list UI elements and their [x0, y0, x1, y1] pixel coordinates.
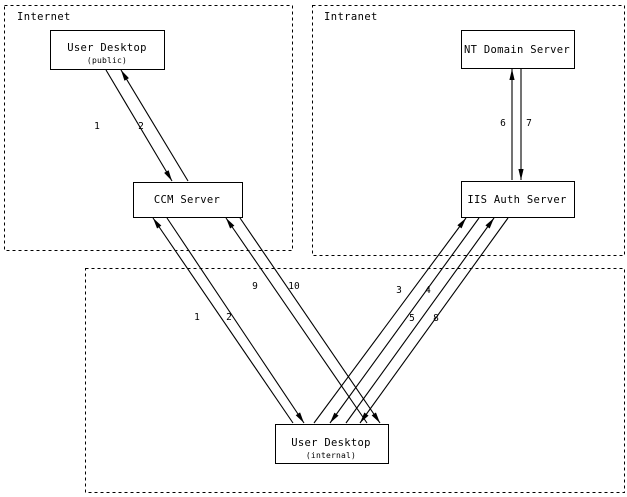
arrow-head-flow-public-to-ccm [164, 170, 172, 181]
nodes-layer: User Desktop (public) CCM Server NT Domain … [49, 29, 576, 465]
flow-flow-iis-to-nt [509, 69, 515, 180]
arrow-head-flow-ccm-to-internal-10 [371, 412, 380, 423]
flow-labels-layer: 1 2 6 7 1 2 9 10 3 4 5 8 [94, 118, 532, 324]
node-nt-domain-server[interactable]: NT Domain Server [460, 29, 576, 70]
flow-flow-internal-to-iis-3 [313, 217, 467, 424]
arrow-head-flow-internal-to-ccm-9 [226, 218, 235, 229]
flow-flow-ccm-to-public [120, 69, 189, 182]
flow-line-flow-internal-to-ccm-1 [152, 217, 294, 424]
node-sublabel-user-desktop-internal: (internal) [306, 451, 356, 460]
flow-flow-ccm-to-internal-10 [239, 217, 381, 424]
node-label-user-desktop-public: User Desktop [67, 42, 146, 54]
node-ccm-server[interactable]: CCM Server [132, 181, 244, 219]
flow-flow-iis-to-internal-8 [359, 217, 509, 424]
zone-label-internet: Internet [17, 11, 71, 23]
node-iis-auth-server[interactable]: IIS Auth Server [460, 180, 576, 219]
arrow-head-flow-internal-to-iis-5 [485, 218, 494, 229]
zone-intranet: Intranet [311, 4, 626, 257]
node-box-iis-auth-server[interactable] [460, 180, 576, 219]
flow-step-label-flow-internal-to-ccm-1: 1 [194, 312, 200, 323]
flow-line-flow-public-to-ccm [105, 69, 173, 182]
zone-internal-lan [84, 267, 626, 494]
arrow-head-flow-internal-to-ccm-1 [153, 218, 162, 229]
node-label-nt-domain-server: NT Domain Server [464, 44, 570, 56]
arrow-head-flow-nt-to-iis [518, 169, 524, 180]
node-user-desktop-internal[interactable]: User Desktop (internal) [274, 423, 390, 465]
flow-step-label-flow-nt-to-iis: 7 [526, 118, 532, 129]
flow-line-flow-ccm-to-public [120, 69, 189, 182]
arrow-head-flow-iis-to-nt [509, 69, 515, 80]
flow-flow-nt-to-iis [518, 69, 524, 180]
flows-layer [105, 69, 524, 424]
flow-step-label-flow-public-to-ccm: 1 [94, 121, 100, 132]
flow-line-flow-ccm-to-internal-2 [166, 217, 305, 424]
node-box-user-desktop-internal[interactable] [274, 423, 390, 465]
arrow-head-flow-iis-to-internal-8 [360, 412, 369, 423]
flow-step-label-flow-ccm-to-public: 2 [138, 121, 144, 132]
arrow-head-flow-ccm-to-internal-2 [295, 412, 304, 423]
node-box-nt-domain-server[interactable] [460, 29, 576, 70]
node-user-desktop-public[interactable]: User Desktop (public) [49, 29, 166, 71]
flow-step-label-flow-iis-to-nt: 6 [500, 118, 506, 129]
node-box-ccm-server[interactable] [132, 181, 244, 219]
arrow-head-flow-internal-to-iis-3 [457, 218, 466, 229]
flow-flow-internal-to-iis-5 [345, 217, 495, 424]
flow-line-flow-iis-to-internal-8 [359, 217, 509, 424]
arrow-head-flow-ccm-to-public [121, 70, 129, 81]
flow-step-label-flow-iis-to-internal-8: 8 [433, 313, 439, 324]
flow-flow-ccm-to-internal-2 [166, 217, 305, 424]
flow-line-flow-internal-to-iis-5 [345, 217, 495, 424]
node-label-iis-auth-server: IIS Auth Server [467, 194, 566, 206]
node-label-ccm-server: CCM Server [154, 194, 220, 206]
flow-step-label-flow-internal-to-iis-5: 5 [409, 313, 415, 324]
flow-flow-iis-to-internal-4 [329, 217, 480, 424]
flow-line-flow-iis-to-internal-4 [329, 217, 480, 424]
zone-boundary-internet [3, 4, 294, 252]
arrow-head-flow-iis-to-internal-4 [330, 412, 339, 423]
node-sublabel-user-desktop-public: (public) [87, 56, 127, 65]
zones-layer: Internet Intranet [3, 4, 626, 494]
zone-label-intranet: Intranet [324, 11, 378, 23]
flow-line-flow-internal-to-iis-3 [313, 217, 467, 424]
zone-internet: Internet [3, 4, 294, 252]
flow-flow-internal-to-ccm-9 [225, 217, 368, 424]
flow-step-label-flow-internal-to-ccm-9: 9 [252, 281, 258, 292]
node-label-user-desktop-internal: User Desktop [291, 437, 370, 449]
zone-boundary-intranet [311, 4, 626, 257]
flow-line-flow-internal-to-ccm-9 [225, 217, 368, 424]
flow-step-label-flow-ccm-to-internal-2: 2 [226, 312, 232, 323]
flow-step-label-flow-internal-to-iis-3: 3 [396, 285, 402, 296]
flow-line-flow-ccm-to-internal-10 [239, 217, 381, 424]
flow-flow-public-to-ccm [105, 69, 173, 182]
flow-step-label-flow-iis-to-internal-4: 4 [425, 285, 431, 296]
flow-flow-internal-to-ccm-1 [152, 217, 294, 424]
node-box-user-desktop-public[interactable] [49, 29, 166, 71]
zone-boundary-internal-lan [84, 267, 626, 494]
flow-step-label-flow-ccm-to-internal-10: 10 [288, 281, 300, 292]
